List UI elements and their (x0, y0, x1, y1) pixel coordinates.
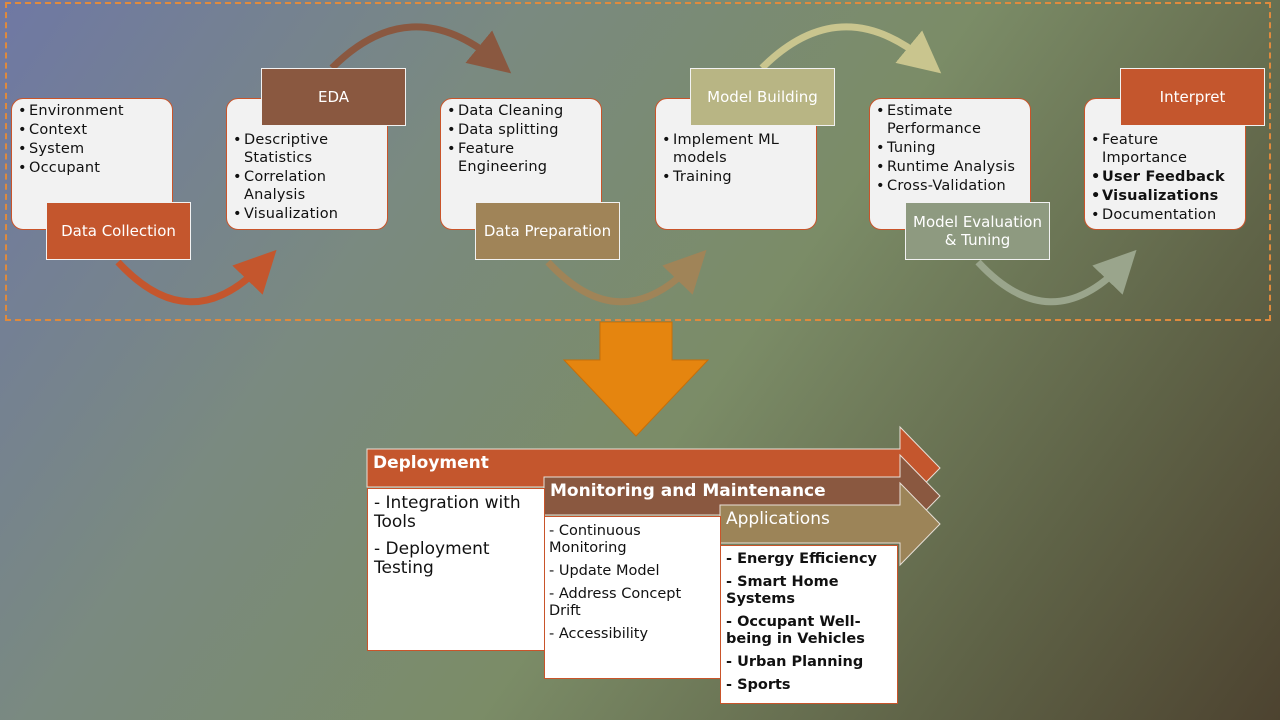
stage-item: Data Cleaning (447, 102, 595, 120)
big-down-arrow (562, 321, 710, 437)
arrow-evaluation-to-interpret (975, 249, 1137, 306)
stage-item: Documentation (1091, 206, 1239, 224)
arrow-building-to-evaluation (759, 23, 942, 74)
applications-title: Applications (726, 508, 830, 529)
application-item: - Occupant Well-being in Vehicles (726, 614, 865, 647)
stage-item: Training (662, 168, 810, 186)
stage-item: Correlation Analysis (233, 168, 381, 204)
stage-item: Tuning (876, 139, 1024, 157)
application-item: - Energy Efficiency (726, 551, 878, 567)
monitoring-bar: Monitoring and Maintenance (544, 471, 900, 510)
data-collection-card: Environment Context System Occupant (11, 98, 173, 230)
monitoring-item: - Accessibility (549, 626, 649, 642)
monitoring-item: - Continuous Monitoring (549, 523, 641, 556)
application-item: - Urban Planning (726, 654, 864, 670)
interpret-label: Interpret (1120, 68, 1265, 126)
monitoring-item: - Address Concept Drift (549, 586, 682, 619)
application-item: - Sports (726, 677, 791, 693)
arrow-collection-to-eda (115, 249, 277, 306)
arrow-eda-to-preparation (329, 23, 512, 74)
stage-item: Cross-Validation (876, 177, 1024, 195)
data-preparation-label: Data Preparation (475, 202, 620, 260)
stage-item: Descriptive Statistics (233, 131, 381, 167)
eda-label: EDA (261, 68, 406, 126)
deployment-item: - Deployment Testing (374, 539, 490, 578)
deployment-bar: Deployment (367, 443, 897, 482)
monitoring-panel: - Continuous Monitoring - Update Model -… (544, 516, 721, 679)
stage-item: Feature Importance (1091, 131, 1239, 167)
deployment-item: - Integration with Tools (374, 493, 521, 532)
stage-item: Feature Engineering (447, 140, 595, 176)
monitoring-item: - Update Model (549, 563, 660, 579)
deployment-panel: - Integration with Tools - Deployment Te… (367, 488, 545, 651)
model-evaluation-label: Model Evaluation & Tuning (905, 202, 1050, 260)
model-building-label: Model Building (690, 68, 835, 126)
stage-item: Data splitting (447, 121, 595, 139)
applications-arrow (719, 481, 941, 567)
stage-item: Environment (18, 102, 166, 120)
stage-item: Runtime Analysis (876, 158, 1024, 176)
stage-item: User Feedback (1091, 168, 1239, 186)
stage-item: Occupant (18, 159, 166, 177)
monitoring-title: Monitoring and Maintenance (550, 480, 826, 501)
stage-item: Context (18, 121, 166, 139)
applications-panel: - Energy Efficiency - Smart Home Systems… (720, 545, 898, 704)
pipeline-frame (5, 2, 1271, 321)
stage-item: Visualization (233, 205, 381, 223)
arrow-preparation-to-building (545, 249, 707, 306)
application-item: - Smart Home Systems (726, 574, 839, 607)
deployment-title: Deployment (373, 452, 489, 473)
data-collection-label: Data Collection (46, 202, 191, 260)
applications-bar: Applications (720, 499, 900, 538)
stage-item: Implement ML models (662, 131, 810, 167)
stage-item: System (18, 140, 166, 158)
stage-item: Visualizations (1091, 187, 1239, 205)
stage-item: Estimate Performance (876, 102, 1024, 138)
